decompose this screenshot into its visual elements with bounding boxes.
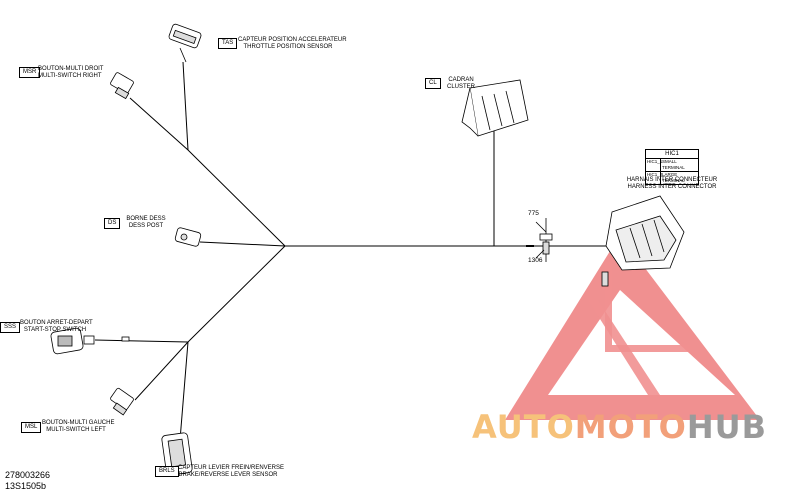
harness-wires <box>94 61 612 441</box>
part-number: 278003266 <box>5 470 51 480</box>
brls-label: CAPTEUR LEVIER FREIN/RENVERSE BRAKE/REVE… <box>178 465 285 479</box>
hic-pin-id: HIC1_2 <box>646 172 662 184</box>
sss-label: BOUTON ARRET-DEPART START-STOP SWITCH <box>20 320 93 334</box>
ref-775: 775 <box>528 210 539 217</box>
watermark-part1: AUTO <box>472 408 575 446</box>
brls-label-fr: CAPTEUR LEVIER FREIN/RENVERSE <box>178 465 285 471</box>
hic-connector-drawing <box>601 195 685 287</box>
cl-label: CADRAN CLUSTER <box>443 77 479 91</box>
tas-label-en: THROTTLE POSITION SENSOR <box>243 44 333 50</box>
ds-label-fr: BORNE DESS <box>126 216 166 222</box>
hic-pin-row: HIC1_2 LARGE TERMINAL <box>646 172 698 184</box>
msr-label: BOUTON-MULTI DROIT MULTI-SWITCH RIGHT <box>38 66 104 80</box>
watermark-triangle <box>505 235 760 420</box>
watermark-part3: HUB <box>686 408 768 446</box>
brls-connector-drawing <box>161 432 193 476</box>
tas-label-fr: CAPTEUR POSITION ACCELERATEUR <box>238 37 347 43</box>
tas-connector-drawing <box>168 23 202 63</box>
msr-connector-drawing <box>110 72 134 100</box>
hic-code: HIC1 <box>646 150 698 159</box>
brls-label-en: BRAKE/REVERSE LEVER SENSOR <box>178 472 278 478</box>
watermark-part2: MOTO <box>574 408 687 446</box>
msl-code-tag: MSL <box>21 422 42 433</box>
hic-label-fr: HARNAIS INTER CONNECTEUR <box>626 177 718 183</box>
cl-code-tag: CL <box>425 78 441 89</box>
hic-pin-desc: SMALL TERMINAL <box>662 159 685 170</box>
sss-switch-drawing <box>50 327 130 355</box>
ds-label: BORNE DESS DESS POST <box>124 216 168 230</box>
sss-label-fr: BOUTON ARRET-DEPART <box>20 320 93 326</box>
ds-connector-drawing <box>174 227 202 247</box>
stud-775-drawing <box>526 218 553 262</box>
sss-code-tag: SSS <box>0 322 21 333</box>
msr-label-fr: BOUTON-MULTI DROIT <box>38 66 104 72</box>
hic-label: HARNAIS INTER CONNECTEUR HARNESS INTER C… <box>626 177 718 191</box>
tas-label: CAPTEUR POSITION ACCELERATEUR THROTTLE P… <box>238 37 347 51</box>
cl-label-fr: CADRAN <box>448 77 474 83</box>
msr-label-en: MULTI-SWITCH RIGHT <box>38 73 102 79</box>
tas-code-tag: TAS <box>218 38 238 49</box>
cl-label-en: CLUSTER <box>446 84 475 90</box>
hic-pin-id: HIC1_1 <box>646 159 662 171</box>
hic-pin-row: HIC1_1 SMALL TERMINAL <box>646 159 698 172</box>
watermark-logo: AUTOMOTOHUB <box>472 408 767 446</box>
msl-label: BOUTON-MULTI GAUCHE MULTI-SWITCH LEFT <box>42 420 115 434</box>
brls-code-tag: BRLS <box>155 466 179 477</box>
msr-code-tag: MSR <box>19 67 41 78</box>
msl-label-en: MULTI-SWITCH LEFT <box>46 427 106 433</box>
sss-label-en: START-STOP SWITCH <box>23 327 87 333</box>
ds-code-tag: DS <box>104 218 121 229</box>
hic-label-en: HARNESS INTER CONNECTOR <box>627 184 717 190</box>
msl-label-fr: BOUTON-MULTI GAUCHE <box>42 420 115 426</box>
cl-connector-drawing <box>461 79 529 137</box>
ref-1306: 1306 <box>528 257 543 264</box>
hic-pin-table: HIC1 HIC1_1 SMALL TERMINAL HIC1_2 LARGE … <box>645 149 699 185</box>
msl-connector-drawing <box>110 387 134 416</box>
figure-id: 13S1505b <box>5 481 47 491</box>
hic-pin-desc: LARGE TERMINAL <box>662 172 685 183</box>
ds-label-en: DESS POST <box>128 223 164 229</box>
